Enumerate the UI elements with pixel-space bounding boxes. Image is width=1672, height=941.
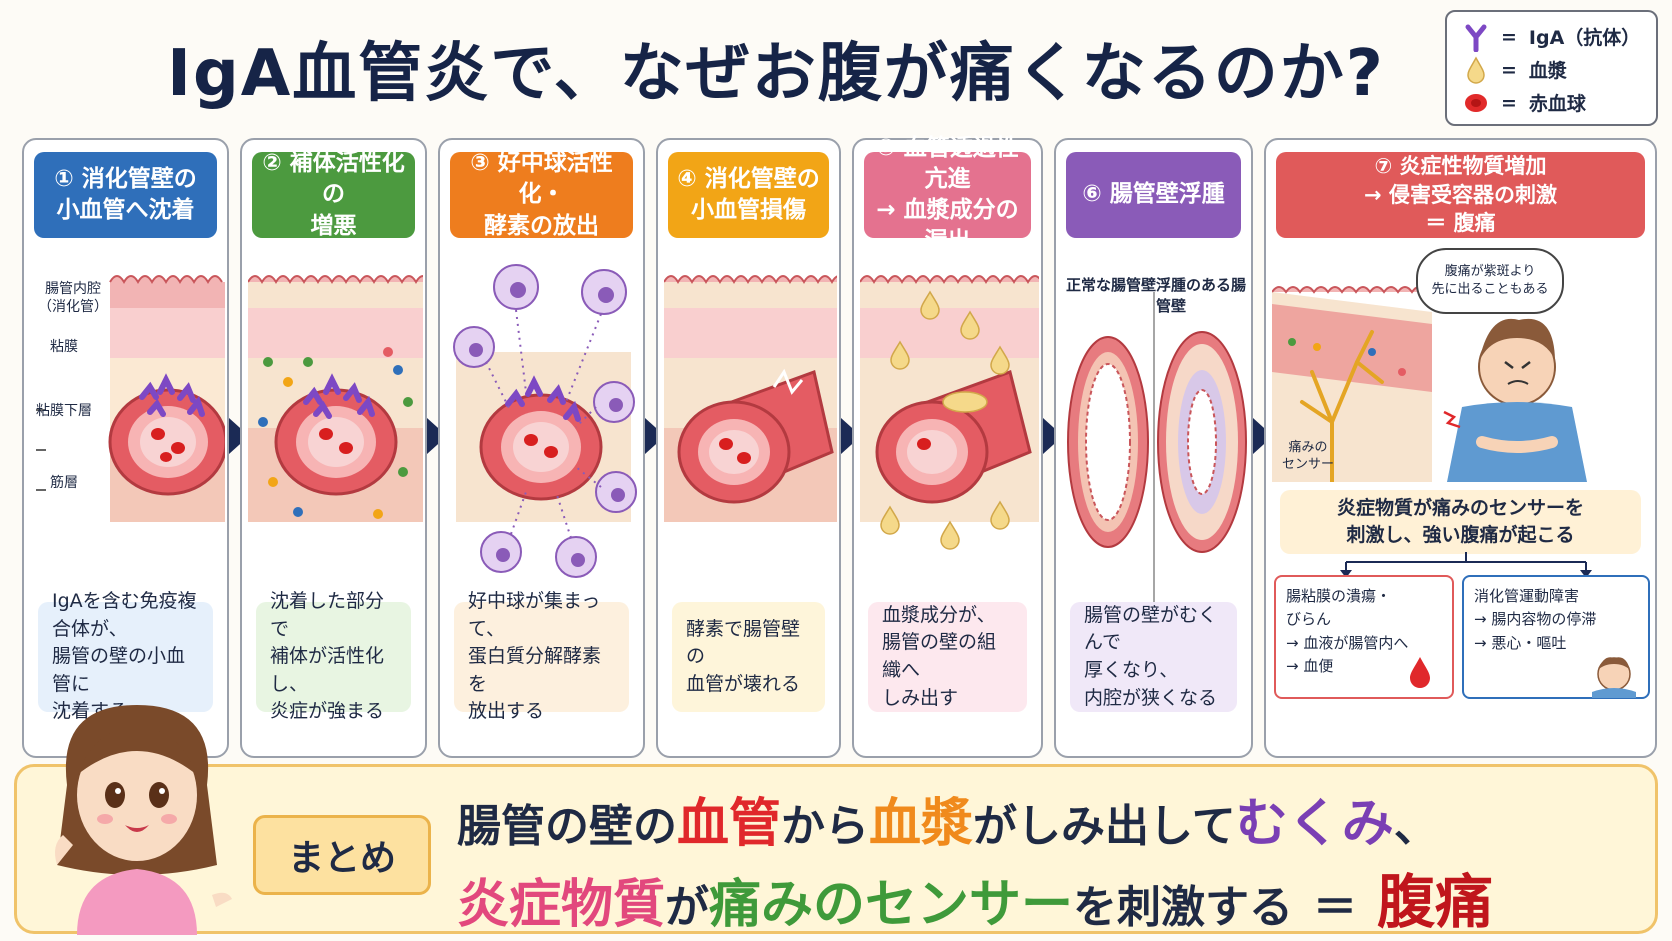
vessel-damage-illustration	[663, 252, 847, 602]
pain-result-box: 炎症物質が痛みのセンサーを 刺激し、強い腹痛が起こる	[1280, 490, 1641, 554]
step-desc-4: 酵素で腸管壁の 血管が壊れる	[672, 602, 825, 712]
step-panel-1: ① 消化管壁の 小血管へ沈着 腸管内腔 （消化管） 粘膜 粘膜下層 筋層 IgA…	[22, 138, 229, 758]
label-edema-wall: 浮腫のある腸管壁	[1156, 276, 1247, 315]
branch-arrows	[1340, 552, 1592, 578]
neutrophil-illustration	[446, 252, 637, 602]
step-header-2: ② 補体活性化の 増悪	[252, 150, 415, 239]
plasma-leak-illustration	[859, 252, 1043, 602]
step-panel-6: ⑥ 腸管壁浮腫 正常な腸管壁 浮腫のある腸管壁 腸管の壁がむくんで 厚くなり、 …	[1054, 138, 1253, 758]
step-desc-5: 血漿成分が、 腸管の壁の組織へ しみ出す	[868, 602, 1027, 712]
complement-illustration	[247, 252, 431, 602]
iga-antibody-icon	[1465, 24, 1487, 52]
label-lumen: 腸管内腔 （消化管）	[38, 281, 108, 316]
legend-label-rbc: 赤血球	[1528, 93, 1586, 115]
speech-bubble: 腹痛が紫斑より 先に出ることもある	[1416, 248, 1564, 314]
step-panel-5: ⑤ 血管透過性亢進 → 血漿成分の漏出 血漿成分が、 腸管の壁の組織へ しみ出す	[852, 135, 1043, 758]
step-desc-2: 沈着した部分で 補体が活性化し、 炎症が強まる	[256, 590, 411, 722]
legend-row-iga: = IgA（抗体）	[1461, 20, 1642, 53]
step-panel-7: ⑦ 炎症性物質増加 → 侵害受容器の刺激 ＝ 腹痛 腹痛が紫斑より 先に出ること…	[1264, 138, 1657, 758]
sick-child-icon	[1592, 657, 1636, 698]
legend: = IgA（抗体） = 血漿 = 赤血球	[1445, 10, 1658, 126]
summary-line-2: 炎症物質が痛みのセンサーを刺激する＝腹痛	[457, 868, 1494, 936]
step-header-3: ③ 好中球活性化・ 酵素の放出	[450, 150, 633, 239]
legend-row-plasma: = 血漿	[1461, 53, 1642, 86]
step-header-5: ⑤ 血管透過性亢進 → 血漿成分の漏出	[864, 135, 1031, 254]
summary-label: まとめ	[253, 815, 431, 895]
summary-section: まとめ 腸管の壁の血管から血漿がしみ出してむくみ、 炎症物質が痛みのセンサーを刺…	[14, 705, 1658, 936]
step-desc-1: IgAを含む免疫複合体が、 腸管の壁の小血管に 沈着する	[38, 590, 213, 722]
blood-drop-icon	[1410, 657, 1430, 688]
edema-illustration	[1062, 252, 1247, 602]
step-desc-6: 腸管の壁がむくんで 厚くなり、 内腔が狭くなる	[1070, 602, 1237, 712]
label-pain-sensor: 痛みの センサー	[1281, 440, 1334, 472]
legend-row-rbc: = 赤血球	[1461, 86, 1642, 119]
label-muscle: 筋層	[50, 475, 78, 491]
summary-line-1: 腸管の壁の血管から血漿がしみ出してむくみ、	[457, 794, 1438, 854]
nurse-character-icon	[55, 705, 232, 935]
step-panel-3: ③ 好中球活性化・ 酵素の放出 好中球が集まって、 蛋白質分解酵素を 放出	[438, 138, 645, 758]
step-desc-3: 好中球が集まって、 蛋白質分解酵素を 放出する	[454, 590, 629, 722]
label-submucosa: 粘膜下層	[36, 403, 92, 419]
red-blood-cell-icon	[1465, 93, 1487, 112]
plasma-drop-icon	[1467, 55, 1485, 84]
step-panel-4: ④ 消化管壁の 小血管損傷 酵素で腸管壁の 血管が壊れる	[656, 138, 847, 758]
legend-label-plasma: 血漿	[1528, 60, 1567, 82]
vessel-deposit-illustration: 腸管内腔 （消化管） 粘膜 粘膜下層 筋層	[30, 252, 228, 602]
label-mucosa: 粘膜	[50, 339, 78, 355]
page-title: IgA血管炎で、なぜお腹が痛くなるのか?	[167, 37, 1385, 111]
legend-label-iga: IgA（抗体）	[1528, 27, 1641, 49]
step-header-7: ⑦ 炎症性物質増加 → 侵害受容器の刺激 ＝ 腹痛	[1276, 152, 1645, 238]
step-header-1: ① 消化管壁の 小血管へ沈着	[34, 152, 217, 238]
pain-sensor-illustration	[1271, 252, 1649, 484]
step-panel-2: ② 補体活性化の 増悪 沈着した部分で 補体が活性化し、 炎症が強まる	[240, 138, 431, 758]
label-normal-wall: 正常な腸管壁	[1066, 276, 1157, 294]
step-header-4: ④ 消化管壁の 小血管損傷	[668, 152, 829, 238]
step-header-6: ⑥ 腸管壁浮腫	[1066, 152, 1241, 238]
